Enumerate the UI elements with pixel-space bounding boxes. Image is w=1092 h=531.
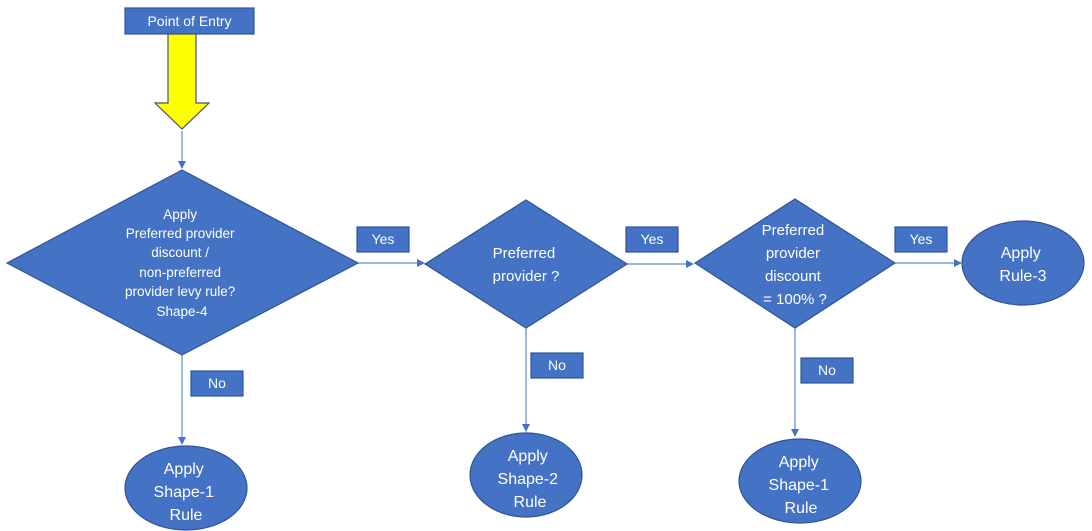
edge-label-yes-3: Yes [894,226,948,253]
point-of-entry: Point of Entry [124,7,255,35]
outcome-3-line-3: Rule [785,500,818,517]
point-of-entry-label: Point of Entry [147,13,231,29]
svg-text:Apply Shape-1 Rule: Apply Shape-1 Rule [769,454,834,517]
outcome-1-line-3: Rule [170,507,203,524]
entry-down-arrow [153,33,211,130]
edge-label-yes-2: Yes [625,226,679,253]
decision-1-line-5: provider levy rule? [125,284,235,299]
outcome-apply-shape-2-rule: Apply Shape-2 Rule [469,432,583,518]
outcome-2-line-1: Apply [508,448,548,465]
outcome-1-line-2: Shape-1 [154,484,215,501]
edge-label-yes-1: Yes [356,226,410,253]
svg-text:Yes: Yes [910,231,933,247]
svg-text:Yes: Yes [641,231,664,247]
decision-1-line-6: Shape-4 [156,304,208,319]
outcome-4-line-2: Rule-3 [999,268,1046,285]
decision-1-line-3: discount / [151,245,209,260]
decision-3-line-4: = 100% ? [763,291,827,308]
svg-text:Apply Shape-1 Rule: Apply Shape-1 Rule [154,461,219,524]
outcome-apply-shape-1-rule-b: Apply Shape-1 Rule [738,438,862,524]
outcome-3-line-1: Apply [779,454,819,471]
outcome-1-line-1: Apply [164,461,204,478]
decision-1-line-2: Preferred provider [126,226,235,241]
outcome-apply-shape-1-rule-a: Apply Shape-1 Rule [124,445,248,531]
svg-text:Yes: Yes [372,231,395,247]
svg-text:No: No [548,357,566,373]
outcome-2-line-2: Shape-2 [498,471,559,488]
decision-3-line-1: Preferred [762,222,825,239]
svg-text:No: No [818,362,836,378]
outcome-4-line-1: Apply [1001,245,1041,262]
edge-label-no-1: No [190,370,244,397]
outcome-apply-rule-3: Apply Rule-3 [961,220,1085,306]
outcome-3-line-2: Shape-1 [769,477,830,494]
decision-preferred-provider: Preferred provider ? [423,199,629,329]
decision-2-line-2: provider ? [493,268,560,285]
decision-3-line-3: discount [765,268,822,285]
svg-text:Preferred provider ?: Preferred provider ? [493,245,560,285]
svg-text:Preferred provider: Preferred provider discount = 100% ? [762,222,829,308]
decision-1-line-1: Apply [163,207,197,222]
svg-text:Apply Shape-2 Rule: Apply Shape-2 Rule [498,448,563,511]
decision-2-line-1: Preferred [493,245,556,262]
svg-text:No: No [208,375,226,391]
outcome-2-line-3: Rule [514,494,547,511]
decision-shape-4: Apply Preferred provider discount / non-… [5,169,360,356]
decision-1-line-4: non-preferred [139,265,221,280]
svg-text:Apply Preferred provider: Apply Preferred provider discount / non-… [125,207,239,319]
decision-discount-100: Preferred provider discount = 100% ? [693,198,897,329]
edge-label-no-2: No [530,352,584,379]
edge-label-no-3: No [800,357,854,384]
svg-text:Apply Rule-3: Apply Rule-3 [999,245,1046,285]
decision-3-line-2: provider [766,245,820,262]
